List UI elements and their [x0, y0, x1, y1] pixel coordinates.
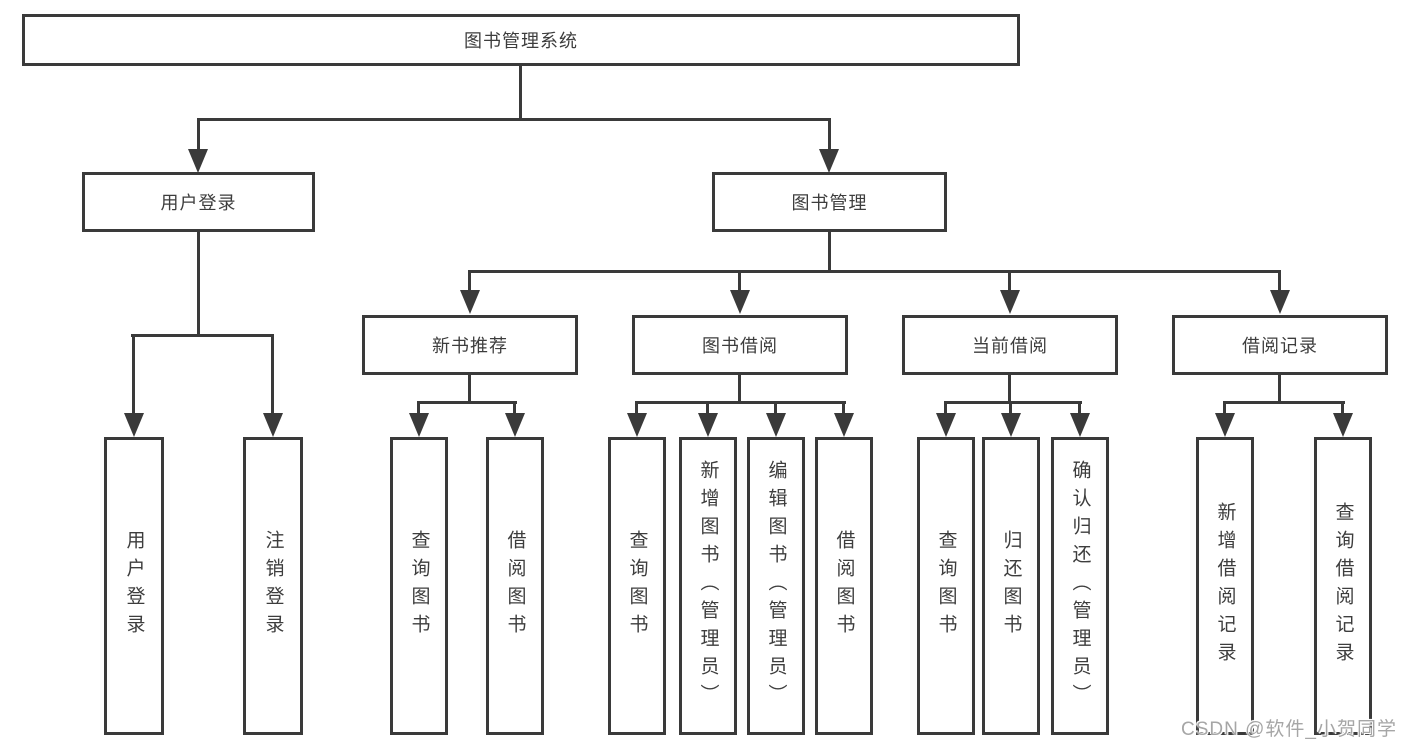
connector-line	[417, 401, 517, 404]
connector-line	[1223, 401, 1226, 415]
leaf-add-book-admin: 新增图书（管理员）	[679, 437, 737, 735]
node-label: 新增借阅记录	[1214, 502, 1236, 670]
node-label: 用户登录	[160, 193, 237, 213]
connector-line	[519, 65, 522, 120]
connector-line	[828, 118, 831, 151]
node-book-management: 图书管理	[712, 172, 947, 232]
node-borrowing-records: 借阅记录	[1172, 315, 1388, 375]
connector-line	[131, 334, 274, 337]
connector-line	[842, 401, 845, 415]
watermark: CSDN @软件_小贺同学	[1181, 719, 1397, 740]
arrow-down-icon	[936, 413, 956, 437]
connector-line	[1278, 375, 1281, 403]
connector-line	[1008, 270, 1011, 292]
arrow-down-icon	[1000, 290, 1020, 314]
arrow-down-icon	[819, 149, 839, 173]
arrow-down-icon	[263, 413, 283, 437]
node-label: 查询图书	[626, 530, 648, 642]
connector-line	[944, 401, 947, 415]
connector-line	[197, 118, 831, 121]
arrow-down-icon	[1270, 290, 1290, 314]
arrow-down-icon	[124, 413, 144, 437]
node-label: 注销登录	[262, 530, 284, 642]
node-label: 确认归还（管理员）	[1069, 460, 1091, 712]
node-label: 当前借阅	[972, 336, 1048, 356]
connector-line	[468, 270, 471, 292]
arrow-down-icon	[627, 413, 647, 437]
leaf-confirm-return-admin: 确认归还（管理员）	[1051, 437, 1109, 735]
connector-line	[1008, 375, 1011, 403]
connector-line	[271, 334, 274, 413]
connector-line	[706, 401, 709, 415]
leaf-logout: 注销登录	[243, 437, 303, 735]
connector-line	[635, 401, 846, 404]
connector-line	[513, 401, 516, 415]
leaf-return-book: 归还图书	[982, 437, 1040, 735]
node-user-login: 用户登录	[82, 172, 315, 232]
leaf-add-borrow-record: 新增借阅记录	[1196, 437, 1254, 735]
node-label: 查询借阅记录	[1332, 502, 1354, 670]
arrow-down-icon	[1070, 413, 1090, 437]
arrow-down-icon	[505, 413, 525, 437]
connector-line	[738, 270, 741, 292]
arrow-down-icon	[409, 413, 429, 437]
node-label: 借阅图书	[504, 530, 526, 642]
arrow-down-icon	[460, 290, 480, 314]
leaf-query-books-borrowing: 查询图书	[608, 437, 666, 735]
connector-line	[468, 375, 471, 403]
arrow-down-icon	[698, 413, 718, 437]
connector-line	[132, 334, 135, 413]
connector-line	[1009, 401, 1012, 415]
node-label: 图书借阅	[702, 336, 778, 356]
connector-line	[738, 375, 741, 403]
connector-line	[828, 232, 831, 272]
arrow-down-icon	[1333, 413, 1353, 437]
leaf-query-borrow-record: 查询借阅记录	[1314, 437, 1372, 735]
node-label: 归还图书	[1000, 530, 1022, 642]
node-label: 图书管理	[791, 193, 868, 213]
node-label: 图书管理系统	[464, 31, 578, 51]
arrow-down-icon	[730, 290, 750, 314]
leaf-borrow-books-recommend: 借阅图书	[486, 437, 544, 735]
connector-line	[635, 401, 638, 415]
node-library-management-system: 图书管理系统	[22, 14, 1020, 66]
arrow-down-icon	[1001, 413, 1021, 437]
leaf-query-books-recommend: 查询图书	[390, 437, 448, 735]
node-current-borrowing: 当前借阅	[902, 315, 1118, 375]
leaf-query-books-current: 查询图书	[917, 437, 975, 735]
node-label: 查询图书	[408, 530, 430, 642]
node-book-borrowing: 图书借阅	[632, 315, 848, 375]
leaf-user-login: 用户登录	[104, 437, 164, 735]
node-label: 查询图书	[935, 530, 957, 642]
connector-line	[944, 401, 1082, 404]
node-label: 借阅图书	[833, 530, 855, 642]
connector-line	[1278, 270, 1281, 292]
connector-line	[774, 401, 777, 415]
arrow-down-icon	[834, 413, 854, 437]
connector-line	[197, 118, 200, 151]
leaf-edit-book-admin: 编辑图书（管理员）	[747, 437, 805, 735]
connector-line	[1223, 401, 1345, 404]
leaf-borrow-books-borrowing: 借阅图书	[815, 437, 873, 735]
node-label: 借阅记录	[1242, 336, 1318, 356]
arrow-down-icon	[1215, 413, 1235, 437]
connector-line	[197, 232, 200, 336]
arrow-down-icon	[766, 413, 786, 437]
node-label: 新书推荐	[432, 336, 508, 356]
connector-line	[468, 270, 1281, 273]
node-label: 编辑图书（管理员）	[765, 460, 787, 712]
node-label: 用户登录	[123, 530, 145, 642]
connector-line	[417, 401, 420, 415]
connector-line	[1078, 401, 1081, 415]
node-new-book-recommendation: 新书推荐	[362, 315, 578, 375]
node-label: 新增图书（管理员）	[697, 460, 719, 712]
connector-line	[1341, 401, 1344, 415]
arrow-down-icon	[188, 149, 208, 173]
